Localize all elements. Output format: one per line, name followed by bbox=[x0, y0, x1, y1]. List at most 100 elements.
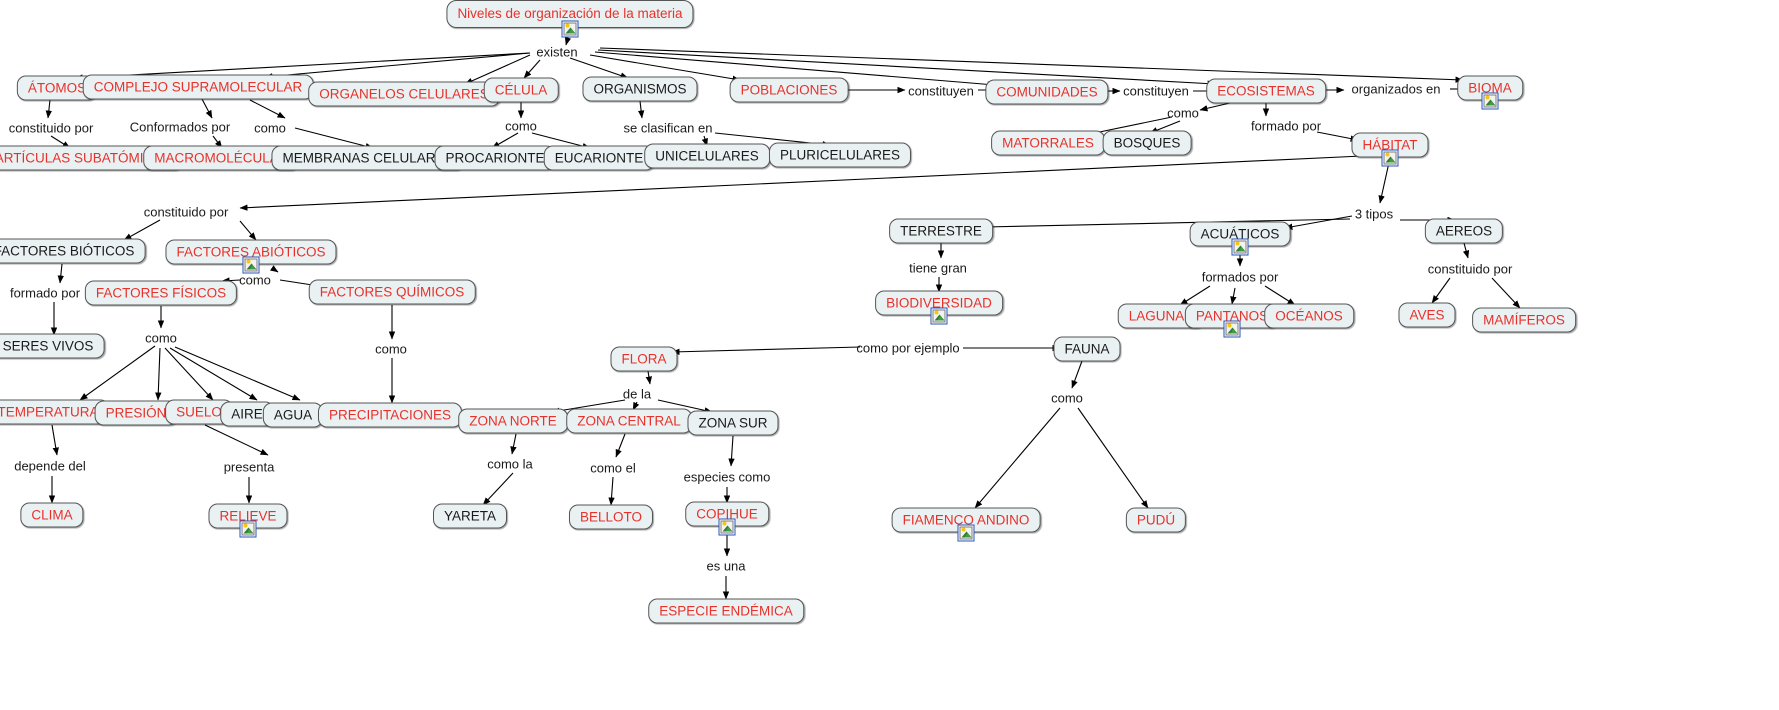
edge-como-fisicos-to-aire bbox=[169, 347, 258, 401]
image-attachment-icon[interactable] bbox=[561, 20, 579, 38]
node-complejo[interactable]: COMPLEJO SUPRAMOLECULAR bbox=[82, 74, 314, 100]
image-attachment-icon[interactable] bbox=[239, 520, 257, 538]
node-label: AEREOS bbox=[1435, 223, 1493, 239]
node-label: ZONA NORTE bbox=[469, 413, 557, 429]
edge-complejo-to-como-complejo bbox=[249, 99, 286, 119]
node-label: SUELO bbox=[176, 404, 222, 420]
node-pluricelulares[interactable]: PLURICELULARES bbox=[768, 142, 912, 168]
edge-3-tipos-to-acuaticos bbox=[1284, 215, 1353, 230]
node-poblaciones[interactable]: POBLACIONES bbox=[729, 77, 849, 103]
image-attachment-icon[interactable] bbox=[1223, 320, 1241, 338]
node-mamiferos[interactable]: MAMÍFEROS bbox=[1472, 307, 1576, 333]
link-label-como-quimicos: como bbox=[375, 341, 407, 357]
node-comunidades[interactable]: COMUNIDADES bbox=[985, 79, 1109, 105]
edge-existen-to-bioma bbox=[599, 47, 1464, 83]
image-attachment-icon[interactable] bbox=[718, 518, 736, 536]
node-label: ESPECIE ENDÉMICA bbox=[659, 603, 793, 619]
link-label-depende-del: depende del bbox=[14, 458, 86, 474]
node-label: MAMÍFEROS bbox=[1483, 312, 1565, 328]
node-label: TEMPERATURA bbox=[0, 404, 99, 420]
edge-biodiversidad-to-flora bbox=[671, 346, 861, 355]
node-zonacentral[interactable]: ZONA CENTRAL bbox=[566, 408, 692, 434]
node-terrestre[interactable]: TERRESTRE bbox=[889, 218, 993, 244]
edge-formados-por-to-pantanos bbox=[1230, 287, 1237, 305]
node-label: AVES bbox=[1409, 307, 1445, 323]
node-ecosistemas[interactable]: ECOSISTEMAS bbox=[1206, 78, 1326, 104]
node-organismos[interactable]: ORGANISMOS bbox=[582, 76, 698, 102]
link-label-como-por-ejemplo: como por ejemplo bbox=[856, 340, 960, 356]
edge-organismos-to-se-clasifican-en bbox=[637, 100, 645, 119]
node-fauna[interactable]: FAUNA bbox=[1053, 336, 1121, 362]
link-label-como-complejo: como bbox=[254, 120, 286, 136]
node-clima[interactable]: CLIMA bbox=[20, 502, 84, 528]
edge-como-el-to-belloto bbox=[608, 476, 615, 506]
node-procarionte[interactable]: PROCARIONTE bbox=[434, 145, 556, 171]
node-belloto[interactable]: BELLOTO bbox=[568, 504, 654, 530]
link-label-constituyen-2: constituyen bbox=[1123, 83, 1189, 99]
node-zonanorte[interactable]: ZONA NORTE bbox=[458, 408, 568, 434]
edge-existen-to-organismos bbox=[569, 57, 629, 79]
node-label: UNICELULARES bbox=[655, 148, 759, 164]
node-seresvivos[interactable]: SERES VIVOS bbox=[0, 333, 105, 359]
edge-suelo-to-presenta bbox=[204, 424, 269, 456]
node-organelos[interactable]: ORGANELOS CELULARES bbox=[308, 81, 500, 107]
node-label: TERRESTRE bbox=[900, 223, 982, 239]
node-label: FAUNA bbox=[1064, 341, 1110, 357]
link-label-de-la: de la bbox=[622, 386, 652, 402]
node-label: BIOMA bbox=[1468, 80, 1512, 96]
edge-como-fisicos-to-presion bbox=[155, 347, 162, 401]
node-label: ORGANELOS CELULARES bbox=[319, 86, 489, 102]
image-attachment-icon[interactable] bbox=[957, 524, 975, 542]
node-label: MACROMOLÉCULAS bbox=[154, 150, 288, 166]
node-label: PROCARIONTE bbox=[445, 150, 545, 166]
node-label: EUCARIONTE bbox=[554, 150, 644, 166]
node-aereos[interactable]: AEREOS bbox=[1424, 218, 1504, 244]
edge-zonanorte-to-como-la bbox=[510, 433, 517, 455]
node-label: PLURICELULARES bbox=[779, 147, 901, 163]
image-attachment-icon[interactable] bbox=[1381, 149, 1399, 167]
node-bioticos[interactable]: FACTORES BIÓTICOS bbox=[0, 238, 146, 264]
node-fisicos[interactable]: FACTORES FÍSICOS bbox=[84, 280, 238, 306]
link-label-como-la: como la bbox=[487, 456, 533, 472]
node-zonasur[interactable]: ZONA SUR bbox=[687, 410, 779, 436]
node-bosques[interactable]: BOSQUES bbox=[1102, 130, 1192, 156]
node-presion[interactable]: PRESIÓN bbox=[94, 400, 178, 426]
edge-como-la-to-yareta bbox=[482, 472, 514, 506]
node-flora[interactable]: FLORA bbox=[610, 346, 678, 372]
node-label: BOSQUES bbox=[1113, 135, 1181, 151]
node-label: COPIHUE bbox=[696, 506, 758, 522]
node-unicelulares[interactable]: UNICELULARES bbox=[644, 143, 770, 169]
node-pudu[interactable]: PUDÚ bbox=[1125, 507, 1187, 533]
node-label: FLORA bbox=[621, 351, 667, 367]
node-label: FACTORES ABIÓTICOS bbox=[176, 244, 326, 260]
node-label: YARETA bbox=[443, 508, 497, 524]
node-label: CLIMA bbox=[31, 507, 73, 523]
node-celula[interactable]: CÉLULA bbox=[483, 77, 559, 103]
node-label: PRESIÓN bbox=[105, 405, 167, 421]
node-matorrales[interactable]: MATORRALES bbox=[991, 130, 1105, 156]
node-root[interactable]: Niveles de organización de la materia bbox=[446, 0, 694, 28]
image-attachment-icon[interactable] bbox=[242, 256, 260, 274]
node-label: ÁTOMOS bbox=[27, 80, 87, 96]
node-yareta[interactable]: YARETA bbox=[432, 503, 508, 529]
node-temperatura[interactable]: TEMPERATURA bbox=[0, 399, 110, 425]
node-quimicos[interactable]: FACTORES QUÍMICOS bbox=[308, 279, 476, 305]
image-attachment-icon[interactable] bbox=[930, 307, 948, 325]
image-attachment-icon[interactable] bbox=[1231, 238, 1249, 256]
node-label: CÉLULA bbox=[494, 82, 548, 98]
node-label: ACUÁTICOS bbox=[1200, 226, 1280, 242]
image-attachment-icon[interactable] bbox=[1481, 92, 1499, 110]
node-eucarionte[interactable]: EUCARIONTE bbox=[543, 145, 655, 171]
edge-constituido-por-factores-to-bioticos bbox=[123, 219, 161, 241]
node-aves[interactable]: AVES bbox=[1398, 302, 1456, 328]
node-oceanos[interactable]: OCÉANOS bbox=[1264, 303, 1354, 329]
node-label: OCÉANOS bbox=[1275, 308, 1343, 324]
node-especie[interactable]: ESPECIE ENDÉMICA bbox=[648, 598, 804, 624]
link-label-organizados-en: organizados en bbox=[1351, 81, 1441, 97]
node-precipitaciones[interactable]: PRECIPITACIONES bbox=[317, 402, 463, 428]
node-label: BIODIVERSIDAD bbox=[886, 295, 992, 311]
edge-constituido-por-aereos-to-mamiferos bbox=[1491, 277, 1521, 309]
node-label: MATORRALES bbox=[1002, 135, 1094, 151]
node-label: PARTÍCULAS SUBATÓMICAS bbox=[0, 150, 172, 166]
node-agua[interactable]: AGUA bbox=[262, 402, 324, 428]
